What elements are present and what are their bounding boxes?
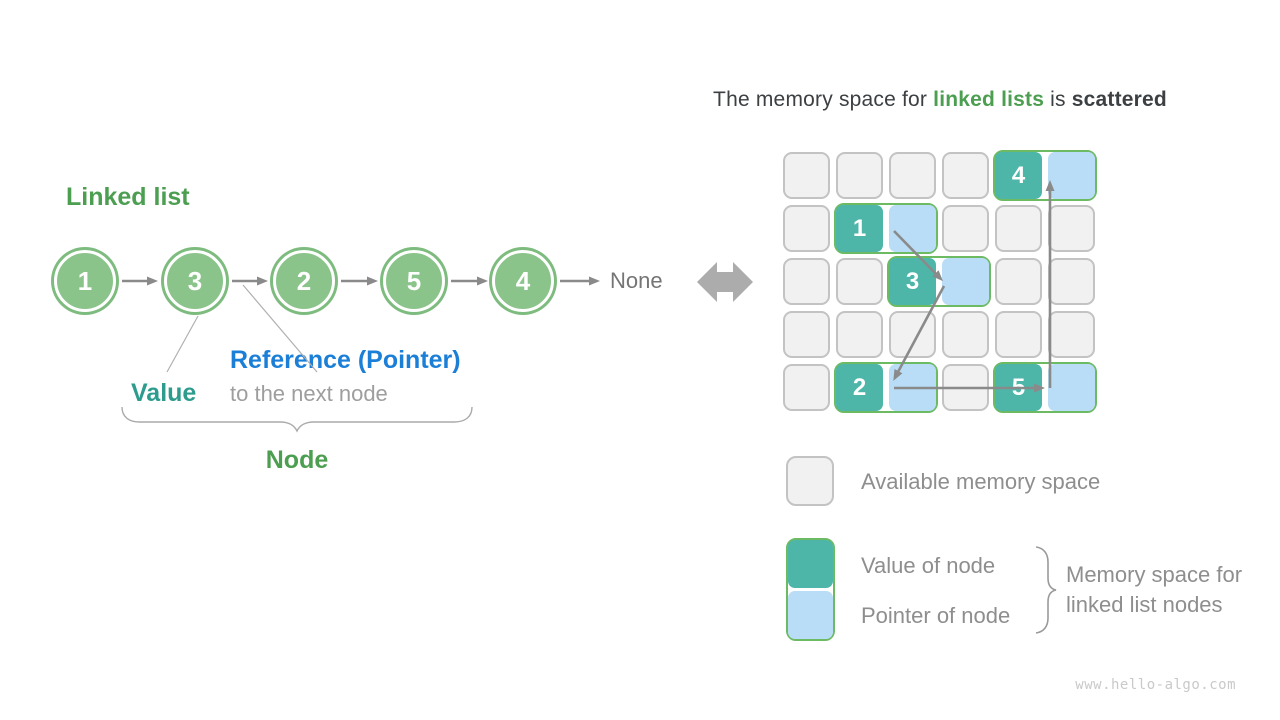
empty-memory-cell — [942, 205, 989, 252]
empty-memory-cell — [783, 152, 830, 199]
list-node-3: 2 — [273, 250, 335, 312]
node-memory-pair: 1 — [834, 203, 938, 254]
node-memory-pair: 5 — [993, 362, 1097, 413]
memory-title: The memory space for linked lists is sca… — [640, 88, 1240, 112]
empty-memory-cell — [783, 311, 830, 358]
none-label: None — [610, 268, 663, 293]
empty-memory-cell — [783, 205, 830, 252]
legend-note: Memory space for linked list nodes — [1066, 560, 1242, 620]
pointer-cell — [889, 205, 936, 252]
node-underbrace — [121, 406, 473, 433]
memory-title-highlight: linked lists — [933, 88, 1045, 111]
website-footer: www.hello-algo.com — [1075, 677, 1236, 693]
value-cell: 3 — [889, 258, 936, 305]
legend-node-pair — [786, 538, 835, 641]
empty-memory-cell — [836, 152, 883, 199]
empty-memory-cell — [836, 311, 883, 358]
linked-list-heading: Linked list — [66, 183, 190, 211]
pointer-cell — [942, 258, 989, 305]
empty-memory-cell — [783, 364, 830, 411]
value-cell: 2 — [836, 364, 883, 411]
value-cell: 4 — [995, 152, 1042, 199]
empty-memory-cell — [995, 205, 1042, 252]
value-callout-line — [166, 315, 199, 373]
pointer-cell — [1048, 152, 1095, 199]
node-memory-pair: 2 — [834, 362, 938, 413]
value-cell: 1 — [836, 205, 883, 252]
empty-memory-cell — [995, 311, 1042, 358]
list-node-4: 5 — [383, 250, 445, 312]
value-cell: 5 — [995, 364, 1042, 411]
legend-available-label: Available memory space — [861, 469, 1101, 494]
node-label: Node — [265, 446, 329, 474]
equivalence-arrow-icon — [697, 262, 753, 302]
empty-memory-cell — [942, 311, 989, 358]
empty-memory-cell — [889, 152, 936, 199]
pointer-cell — [1048, 364, 1095, 411]
empty-memory-cell — [836, 258, 883, 305]
legend-available-cell — [786, 456, 834, 506]
node-memory-pair: 4 — [993, 150, 1097, 201]
value-label: Value — [131, 379, 197, 407]
pointer-cell — [889, 364, 936, 411]
empty-memory-cell — [783, 258, 830, 305]
empty-memory-cell — [1048, 311, 1095, 358]
empty-memory-cell — [995, 258, 1042, 305]
empty-memory-cell — [942, 152, 989, 199]
reference-sublabel: to the next node — [230, 381, 388, 406]
empty-memory-cell — [1048, 205, 1095, 252]
empty-memory-cell — [1048, 258, 1095, 305]
legend-brace — [1035, 546, 1057, 634]
node-memory-pair: 3 — [887, 256, 991, 307]
legend-value-label: Value of node — [861, 553, 996, 578]
legend-pointer-cell — [788, 591, 833, 639]
legend-value-cell — [788, 540, 833, 588]
empty-memory-cell — [942, 364, 989, 411]
legend-pointer-label: Pointer of node — [861, 603, 1011, 628]
legend-note-line2: linked list nodes — [1066, 592, 1223, 617]
list-node-2: 3 — [164, 250, 226, 312]
list-node-1: 1 — [54, 250, 116, 312]
memory-title-emphasis: scattered — [1071, 88, 1167, 111]
memory-title-middle: is — [1044, 88, 1072, 111]
reference-label: Reference (Pointer) — [230, 346, 461, 374]
memory-title-prefix: The memory space for — [713, 88, 934, 111]
list-node-5: 4 — [492, 250, 554, 312]
empty-memory-cell — [889, 311, 936, 358]
legend-note-line1: Memory space for — [1066, 562, 1243, 587]
